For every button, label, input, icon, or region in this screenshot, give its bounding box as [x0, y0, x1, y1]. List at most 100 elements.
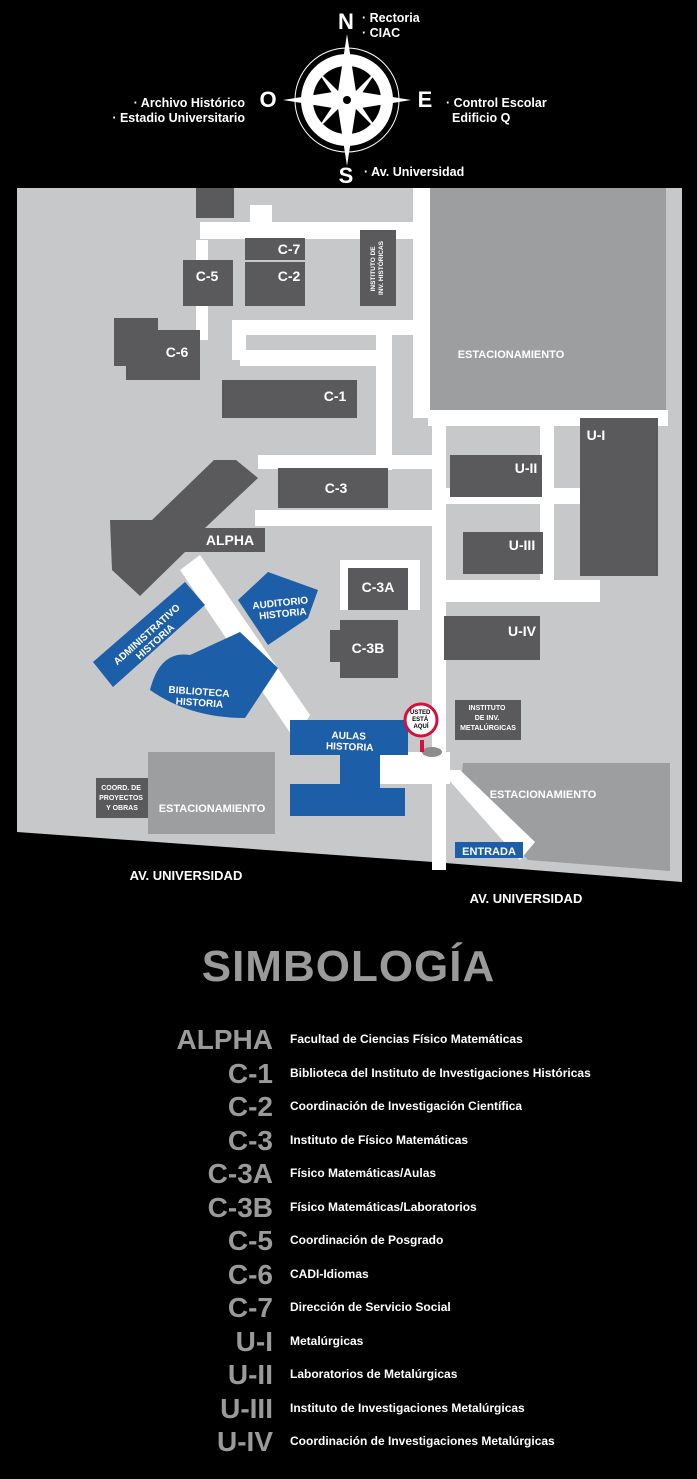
legend-desc: Coordinación de Investigaciones Metalúrg… — [290, 1434, 555, 1448]
legend-desc: Físico Matemáticas/Aulas — [290, 1166, 437, 1180]
label-inst-met: INSTITUTO DE INV. METALÚRGICAS — [460, 705, 516, 732]
legend-desc: Biblioteca del Instituto de Investigacio… — [290, 1065, 591, 1080]
legend-code: U-II — [227, 1359, 273, 1390]
legend-row: C-3B Físico Matemáticas/Laboratorios — [0, 1191, 697, 1224]
label-auditorio-historia: AUDITORIO HISTORIA — [252, 595, 313, 623]
building-auditorio-historia — [238, 572, 318, 645]
street-right: AV. UNIVERSIDAD — [470, 891, 583, 906]
legend-row: C-6 CADI-Idiomas — [0, 1258, 697, 1291]
legend-code: C-3 — [227, 1124, 273, 1156]
building-biblioteca-historia — [150, 632, 278, 718]
north-label-1: · Rectoria — [362, 11, 421, 25]
label-c3a: C-3A — [362, 579, 395, 595]
marker-text: USTED ESTÁ AQUÍ — [410, 710, 432, 730]
label-parking-top: ESTACIONAMIENTO — [458, 349, 565, 361]
label-uiii: U-III — [509, 537, 535, 553]
legend-row: C-3A Físico Matemáticas/Aulas — [0, 1157, 697, 1190]
legend-code: C-3A — [207, 1158, 273, 1189]
legend-code: U-III — [220, 1392, 273, 1424]
legend-code: C-6 — [227, 1258, 273, 1290]
legend-code: ALPHA — [176, 1024, 273, 1055]
building-c3a — [348, 568, 408, 610]
compass-south: S — [339, 163, 354, 188]
legend-desc: Metalúrgicas — [290, 1333, 364, 1348]
building-inst-hist — [360, 230, 396, 306]
label-coord-proy: COORD. DE PROYECTOS Y OBRAS — [99, 785, 145, 812]
label-uii: U-II — [515, 460, 538, 476]
legend-code: C-7 — [227, 1292, 273, 1323]
legend-row: U-III Instituto de Investigaciones Metal… — [0, 1392, 697, 1425]
legend-row: U-II Laboratorios de Metalúrgicas — [0, 1358, 697, 1391]
compass-icon — [283, 34, 411, 166]
label-biblioteca-historia: BIBLIOTECA HISTORIA — [167, 685, 232, 711]
building-admin-historia — [93, 582, 205, 687]
building-aulas-historia — [290, 720, 408, 816]
legend-desc: Coordinación de Posgrado — [290, 1233, 444, 1247]
legend-desc: CADI-Idiomas — [290, 1266, 369, 1281]
building-c2 — [245, 262, 305, 306]
label-c7: C-7 — [278, 241, 301, 257]
label-aulas-historia: AULAS HISTORIA — [326, 730, 374, 754]
legend-desc: Instituto de Investigaciones Metalúrgica… — [290, 1400, 525, 1415]
legend-row: C-3 Instituto de Físico Matemáticas — [0, 1124, 697, 1157]
legend-desc: Físico Matemáticas/Laboratorios — [290, 1199, 477, 1214]
legend-code: C-3B — [207, 1191, 273, 1223]
building-c7 — [245, 238, 305, 260]
legend-row: U-IV Coordinación de Investigaciones Met… — [0, 1425, 697, 1458]
east-label-1: · Control Escolar — [446, 96, 547, 110]
label-uiv: U-IV — [508, 623, 537, 639]
legend-row: ALPHA Facultad de Ciencias Físico Matemá… — [0, 1023, 697, 1056]
building-c3 — [278, 468, 388, 508]
building-alpha — [110, 460, 265, 596]
label-c5: C-5 — [196, 268, 219, 284]
building-inst-met — [455, 700, 521, 740]
building-ui — [580, 418, 658, 576]
label-alpha: ALPHA — [206, 532, 254, 548]
building-c5 — [183, 260, 233, 306]
legend-code: C-1 — [227, 1057, 273, 1089]
street-left: AV. UNIVERSIDAD — [130, 868, 243, 883]
label-parking-bottom-right: ESTACIONAMIENTO — [490, 789, 597, 801]
building-uiii — [463, 532, 543, 574]
compass-rose: N S O E · Rectoria · CIAC · Archivo Hist… — [112, 9, 547, 188]
legend-desc: Coordinación de Investigación Científica — [290, 1099, 523, 1113]
legend-code: C-5 — [227, 1225, 273, 1256]
south-label: · Av. Universidad — [364, 165, 464, 179]
campus-map: N S O E · Rectoria · CIAC · Archivo Hist… — [17, 9, 682, 906]
legend-row: C-7 Dirección de Servicio Social — [0, 1291, 697, 1324]
label-c3: C-3 — [325, 480, 348, 496]
label-c2: C-2 — [278, 268, 301, 284]
compass-east: E — [418, 87, 433, 112]
legend-row: U-I Metalúrgicas — [0, 1325, 697, 1358]
location-pin-icon — [420, 740, 424, 752]
legend-code: C-2 — [227, 1091, 273, 1122]
entrance: ENTRADA — [455, 842, 523, 858]
west-label-1: · Archivo Histórico — [134, 96, 246, 110]
parking-bottom-left — [148, 752, 275, 834]
building-c6 — [114, 318, 200, 380]
legend-desc: Instituto de Físico Matemáticas — [290, 1132, 469, 1147]
east-label-2: Edificio Q — [452, 111, 511, 125]
legend-desc: Laboratorios de Metalúrgicas — [290, 1367, 458, 1381]
parking-top — [428, 188, 666, 411]
label-ui: U-I — [587, 427, 606, 443]
legend-row: C-2 Coordinación de Investigación Cientí… — [0, 1090, 697, 1123]
building-uiv — [444, 616, 540, 660]
entrance-label: ENTRADA — [462, 846, 516, 858]
compass-west: O — [259, 87, 276, 112]
legend-row: C-5 Coordinación de Posgrado — [0, 1224, 697, 1257]
building-uii — [450, 455, 542, 497]
building-c3b — [330, 620, 398, 678]
west-label-2: · Estadio Universitario — [112, 111, 245, 125]
you-are-here-marker: USTED ESTÁ AQUÍ — [403, 702, 442, 757]
buildings-dark — [96, 188, 658, 818]
label-c3b: C-3B — [352, 640, 385, 656]
label-inst-hist: INSTITUTO DE INV. HISTÓRICAS — [370, 240, 385, 295]
buildings-historia — [93, 572, 408, 816]
legend-desc: Facultad de Ciencias Físico Matemáticas — [290, 1032, 523, 1046]
label-parking-bottom-left: ESTACIONAMIENTO — [159, 803, 266, 815]
building-top-left — [196, 188, 234, 218]
legend-code: U-I — [235, 1325, 273, 1357]
legend-row: C-1 Biblioteca del Instituto de Investig… — [0, 1057, 697, 1090]
building-c1 — [222, 380, 357, 418]
